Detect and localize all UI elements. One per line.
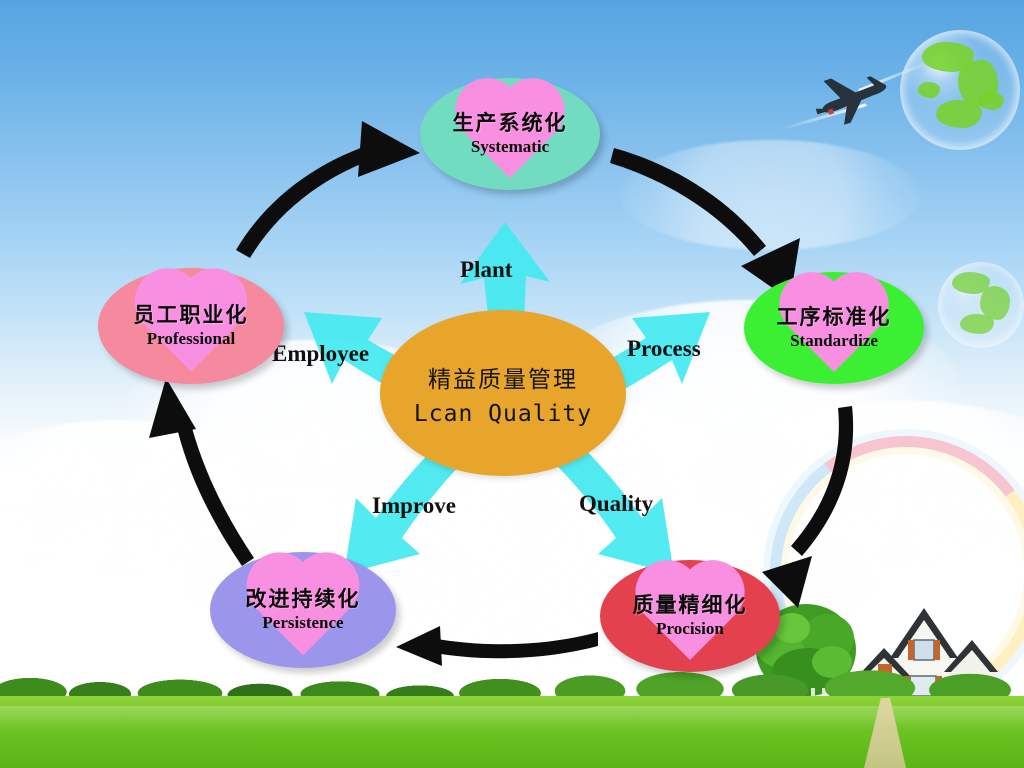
spoke-label-employee: Employee [272, 341, 370, 366]
center-title-en: Lcan Quality [413, 400, 593, 427]
node-label-cn: 员工职业化 [133, 302, 249, 327]
node-label-en: Systematic [470, 136, 550, 156]
node-labels: 改进持续化 Persistence [246, 588, 361, 632]
cycle-arrow-systematic-to-standardize [610, 148, 800, 300]
node-label-cn: 改进持续化 [245, 586, 361, 611]
node-labels: 工序标准化 Standardize [777, 306, 892, 350]
node-label-cn: 质量精细化 [632, 592, 748, 617]
cycle-arrow-professional-to-systematic [236, 121, 420, 258]
node-professional[interactable]: 员工职业化 Professional [98, 268, 284, 384]
node-precision[interactable]: 质量精细化 Procision [600, 560, 780, 672]
node-standardize[interactable]: 工序标准化 Standardize [744, 272, 924, 384]
globe-bubble-icon [900, 30, 1020, 150]
node-labels: 员工职业化 Professional [134, 304, 249, 348]
spoke-label-process: Process [627, 336, 701, 361]
node-labels: 质量精细化 Procision [633, 594, 748, 638]
globe-bubble-icon [938, 262, 1024, 348]
node-labels: 生产系统化 Systematic [453, 112, 568, 156]
cycle-arrow-precision-to-persistence [396, 626, 598, 666]
grass-highlight [0, 706, 1024, 732]
spoke-label-plant: Plant [460, 257, 513, 282]
cycle-arrow-persistence-to-professional [149, 378, 254, 566]
airplane-icon [815, 76, 887, 125]
node-persistence[interactable]: 改进持续化 Persistence [210, 552, 396, 668]
node-label-en: Professional [146, 328, 236, 348]
treeline [0, 662, 1024, 702]
spoke-label-improve: Improve [372, 493, 456, 518]
node-label-cn: 工序标准化 [776, 304, 892, 329]
grass-field [0, 696, 1024, 768]
cycle-arrow-standardize-to-precision [762, 406, 854, 608]
node-label-en: Procision [656, 618, 724, 638]
center-title-cn: 精益质量管理 [428, 366, 578, 393]
center-hub[interactable]: 精益质量管理 Lcan Quality [380, 310, 626, 476]
spoke-label-quality: Quality [579, 491, 654, 516]
node-systematic[interactable]: 生产系统化 Systematic [420, 78, 600, 190]
node-label-cn: 生产系统化 [452, 110, 568, 135]
node-label-en: Standardize [790, 330, 878, 350]
node-label-en: Persistence [262, 612, 344, 632]
cloud [620, 140, 920, 250]
